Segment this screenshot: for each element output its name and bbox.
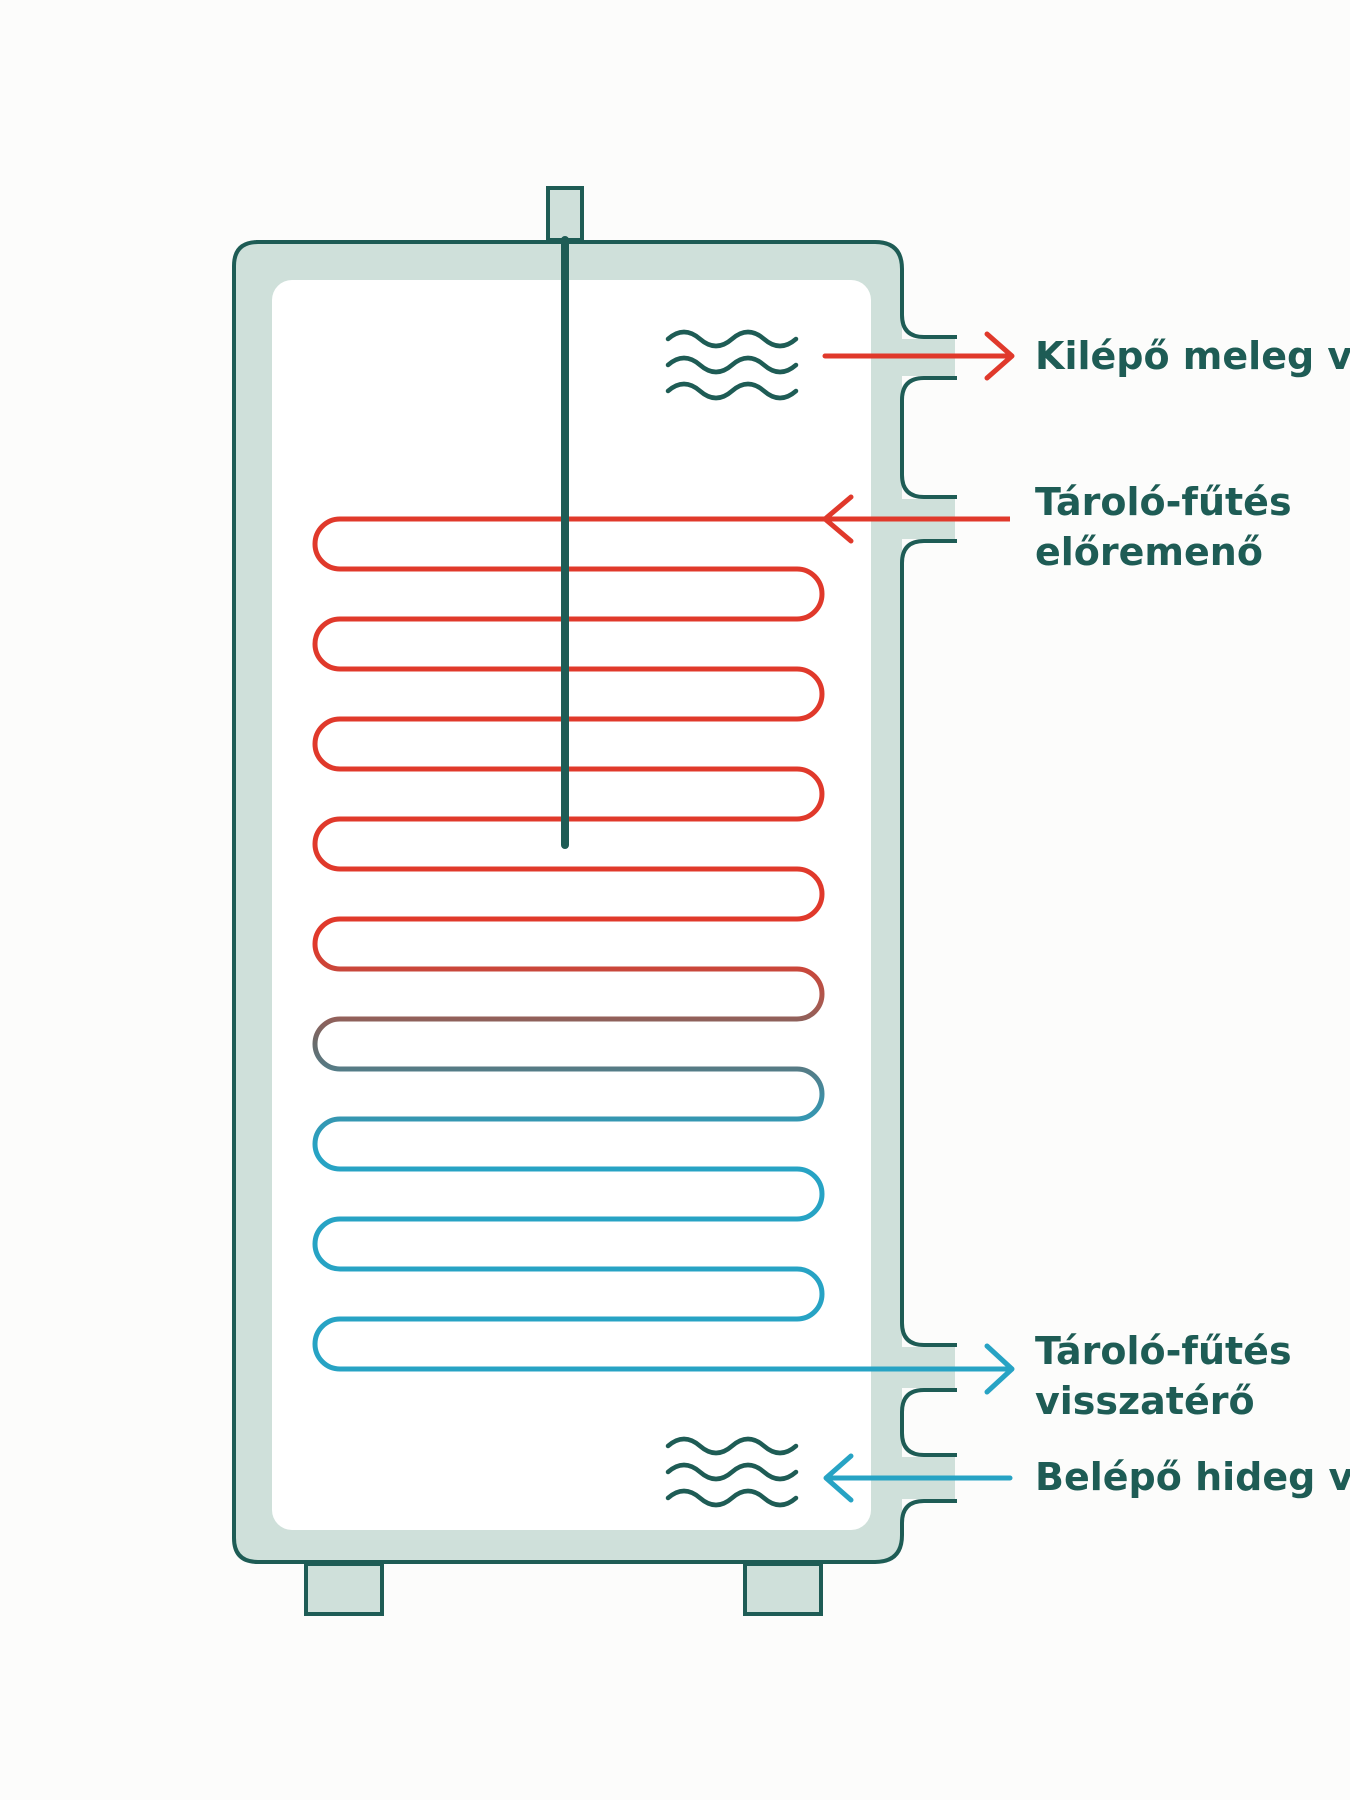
heating-flow-arrow [822, 494, 854, 544]
heating-coil [312, 516, 1010, 1372]
heat-waves-icon [665, 329, 799, 401]
label-heating-flow-1: Tároló-fűtés [1035, 480, 1292, 524]
tank-outline [232, 239, 957, 1564]
left-foot [304, 1562, 384, 1616]
label-heating-flow-2: előremenő [1035, 530, 1263, 574]
label-heating-return-2: visszatérő [1035, 1379, 1255, 1423]
label-heating-return-1: Tároló-fűtés [1035, 1329, 1292, 1373]
coil-path [312, 516, 1010, 1372]
label-cold-water-in: Belépő hideg víz [1035, 1455, 1350, 1499]
tank-inner [272, 280, 871, 1530]
water-waves-icon [665, 1436, 799, 1508]
hot-water-out-arrow [822, 331, 1015, 381]
top-connector [546, 186, 584, 242]
label-hot-water-out: Kilépő meleg víz [1035, 334, 1350, 378]
heating-return-arrow [984, 1343, 1015, 1395]
right-foot [743, 1562, 823, 1616]
cold-water-in-arrow [823, 1453, 1013, 1503]
